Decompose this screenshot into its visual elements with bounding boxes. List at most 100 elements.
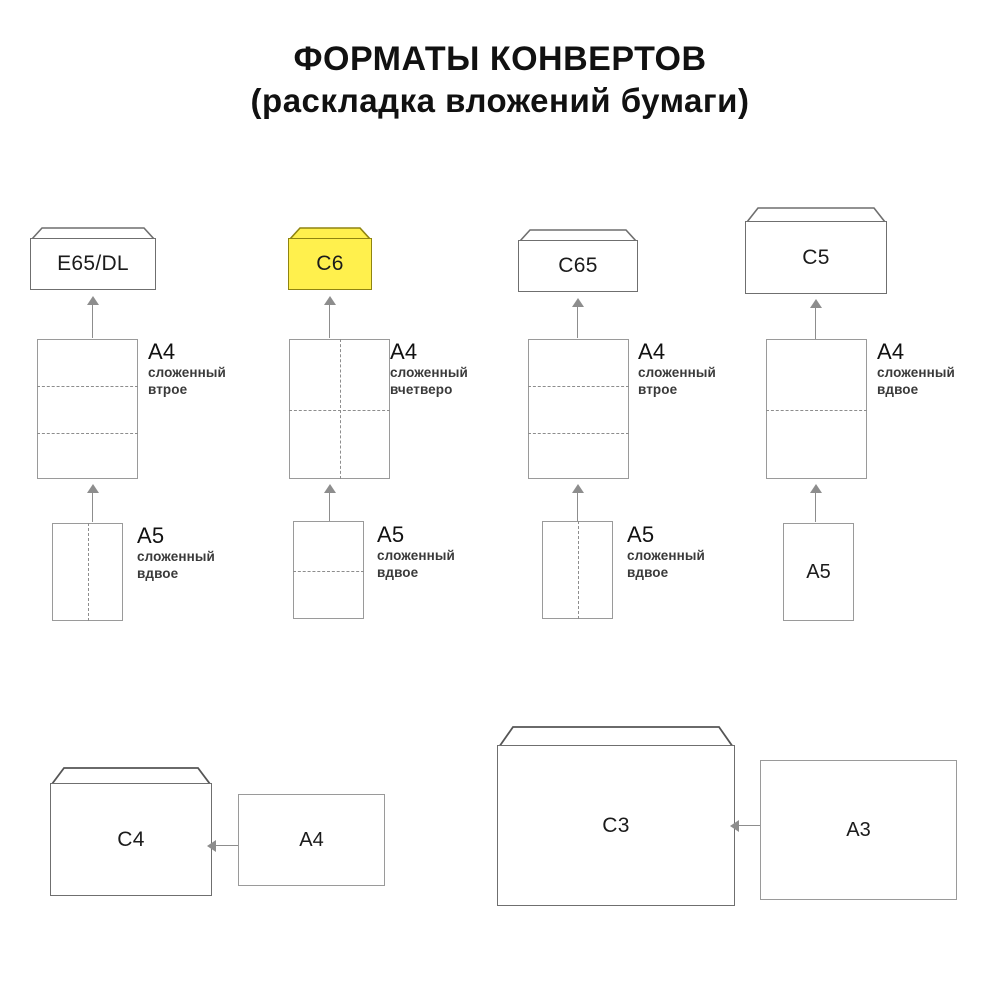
arrow-shaft xyxy=(213,845,242,846)
label-a5-col1: A5 сложенный вдвое xyxy=(137,524,215,582)
arrow-a5-to-a4 xyxy=(324,484,336,522)
sheet-note-line1: сложенный xyxy=(377,548,455,563)
envelope-label: C65 xyxy=(558,254,598,277)
sheet-note-line2: вдвое xyxy=(377,565,419,580)
envelope-label: C3 xyxy=(602,813,630,837)
arrow-shaft xyxy=(92,302,93,338)
sheet-format: A5 xyxy=(137,523,165,548)
page-title: ФОРМАТЫ КОНВЕРТОВ (раскладка вложений бу… xyxy=(0,38,1000,122)
arrow-shaft xyxy=(815,305,816,339)
sheet-note-line1: сложенный xyxy=(627,548,705,563)
envelope-label: C6 xyxy=(316,252,344,275)
sheet-note-line1: сложенный xyxy=(877,365,955,380)
envelope-body: C4 xyxy=(50,783,212,896)
sheet-note-line2: втрое xyxy=(148,382,188,397)
arrow-head-icon xyxy=(810,299,822,308)
sheet-format: A5 xyxy=(377,522,405,547)
label-a4-col2: A4 сложенный вчетверо xyxy=(390,340,468,398)
fold-line xyxy=(340,339,341,479)
arrow-shaft xyxy=(92,490,93,522)
label-a4-col3: A4 сложенный втрое xyxy=(638,340,716,398)
envelope-label: E65/DL xyxy=(57,252,129,275)
title-line-sub: (раскладка вложений бумаги) xyxy=(250,82,750,119)
arrow-a5-to-a4 xyxy=(87,484,99,522)
sheet-note-line2: вдвое xyxy=(137,566,179,581)
arrow-head-icon xyxy=(730,820,739,832)
envelope-c4[interactable]: C4 xyxy=(50,766,212,896)
envelope-body: C5 xyxy=(745,221,887,294)
arrow-shaft xyxy=(736,825,765,826)
envelope-label: C5 xyxy=(802,245,830,269)
sheet-note-line2: втрое xyxy=(638,382,678,397)
fold-line xyxy=(289,410,390,411)
sheet-format: A5 xyxy=(806,560,831,583)
arrow-a3-to-c3 xyxy=(730,820,765,832)
envelope-c3[interactable]: C3 xyxy=(497,725,735,906)
fold-line xyxy=(293,571,364,572)
label-a5-col2: A5 сложенный вдвое xyxy=(377,523,455,581)
arrow-shaft xyxy=(329,302,330,338)
envelope-body: C65 xyxy=(518,240,638,292)
fold-line xyxy=(88,523,89,621)
sheet-note-line1: сложенный xyxy=(137,549,215,564)
arrow-shaft xyxy=(577,304,578,338)
sheet-note-line1: сложенный xyxy=(148,365,226,380)
arrow-a4-to-c4 xyxy=(207,840,242,852)
arrow-shaft xyxy=(815,490,816,522)
arrow-head-icon xyxy=(572,298,584,307)
envelope-c5[interactable]: C5 xyxy=(745,206,887,294)
sheet-format: A4 xyxy=(299,828,324,851)
fold-line xyxy=(766,410,867,411)
envelope-body: C6 xyxy=(288,238,372,290)
sheet-a5-col1[interactable] xyxy=(52,523,123,621)
sheet-a4-col4[interactable] xyxy=(766,339,867,479)
envelope-body: C3 xyxy=(497,745,735,906)
sheet-a5-col2[interactable] xyxy=(293,521,364,619)
sheet-note-line1: сложенный xyxy=(390,365,468,380)
sheet-a5-col3[interactable] xyxy=(542,521,613,619)
envelope-body: E65/DL xyxy=(30,238,156,290)
sheet-a4-col3[interactable] xyxy=(528,339,629,479)
sheet-a5-col4[interactable]: A5 xyxy=(783,523,854,621)
label-a4-col1: A4 сложенный втрое xyxy=(148,340,226,398)
arrow-a4-to-envelope xyxy=(810,299,822,339)
envelope-label: C4 xyxy=(117,827,145,851)
sheet-format: A4 xyxy=(877,339,905,364)
fold-line xyxy=(528,386,629,387)
label-a5-col3: A5 сложенный вдвое xyxy=(627,523,705,581)
label-a4-col4: A4 сложенный вдвое xyxy=(877,340,955,398)
title-line-main: ФОРМАТЫ КОНВЕРТОВ xyxy=(293,40,707,78)
fold-line xyxy=(37,433,138,434)
fold-line xyxy=(528,433,629,434)
sheet-format: A3 xyxy=(846,818,871,841)
sheet-a4-bottom-left[interactable]: A4 xyxy=(238,794,385,886)
arrow-a4-to-envelope xyxy=(87,296,99,338)
sheet-a4-col2[interactable] xyxy=(289,339,390,479)
arrow-head-icon xyxy=(207,840,216,852)
envelope-c6[interactable]: C6 xyxy=(288,226,372,290)
arrow-head-icon xyxy=(324,484,336,493)
fold-line xyxy=(578,521,579,619)
arrow-a5-to-a4 xyxy=(810,484,822,522)
sheet-format: A5 xyxy=(627,522,655,547)
arrow-a4-to-envelope xyxy=(572,298,584,338)
sheet-a3-bottom-right[interactable]: A3 xyxy=(760,760,957,900)
sheet-format: A4 xyxy=(148,339,176,364)
arrow-head-icon xyxy=(87,484,99,493)
sheet-format: A4 xyxy=(390,339,418,364)
sheet-note-line2: вчетверо xyxy=(390,382,453,397)
arrow-head-icon xyxy=(87,296,99,305)
arrow-head-icon xyxy=(810,484,822,493)
sheet-format: A4 xyxy=(638,339,666,364)
envelope-e65dl[interactable]: E65/DL xyxy=(30,226,156,290)
envelope-c65[interactable]: C65 xyxy=(518,228,638,292)
arrow-head-icon xyxy=(572,484,584,493)
sheet-note-line1: сложенный xyxy=(638,365,716,380)
arrow-head-icon xyxy=(324,296,336,305)
arrow-shaft xyxy=(577,490,578,522)
sheet-a4-col1[interactable] xyxy=(37,339,138,479)
arrow-shaft xyxy=(329,490,330,522)
arrow-a5-to-a4 xyxy=(572,484,584,522)
fold-line xyxy=(37,386,138,387)
sheet-note-line2: вдвое xyxy=(627,565,669,580)
